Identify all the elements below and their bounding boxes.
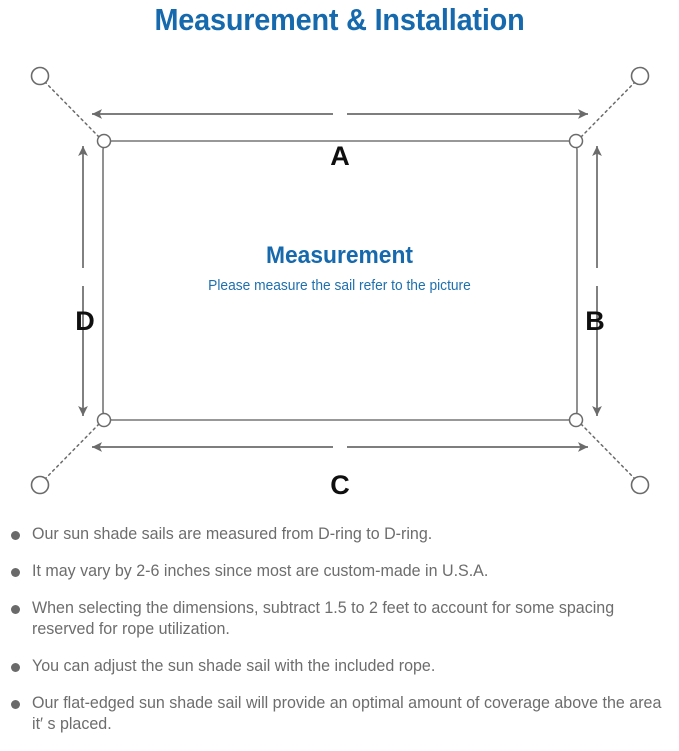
dimension-label-d: D <box>75 306 95 336</box>
rope-line-top-right <box>580 80 637 138</box>
sail-rectangle <box>102 140 578 421</box>
bullet-icon <box>11 531 20 540</box>
bullet-icon <box>11 568 20 577</box>
list-item: When selecting the dimensions, subtract … <box>0 598 679 640</box>
anchor-point-top-right <box>630 66 650 86</box>
list-item-text: When selecting the dimensions, subtract … <box>32 599 615 638</box>
list-item: It may vary by 2-6 inches since most are… <box>0 561 679 582</box>
bullet-icon <box>11 700 20 709</box>
anchor-point-bottom-right <box>630 475 650 495</box>
rope-line-top-left <box>43 80 100 138</box>
shade-sail-measurement-diagram: Measurement Please measure the sail refe… <box>0 46 679 516</box>
list-item-text: Our sun shade sails are measured from D-… <box>32 525 433 543</box>
d-rings <box>96 133 584 428</box>
anchor-points <box>30 66 650 495</box>
sail-outline <box>102 140 578 421</box>
bullet-icon <box>11 663 20 672</box>
list-item: Our sun shade sails are measured from D-… <box>0 524 679 545</box>
list-item-text: It may vary by 2-6 inches since most are… <box>32 562 489 580</box>
d-ring-bottom-left <box>96 412 112 428</box>
diagram-center-label: Measurement <box>265 242 413 269</box>
d-ring-top-left <box>96 133 112 149</box>
list-item-text: You can adjust the sun shade sail with t… <box>32 657 436 675</box>
page-title: Measurement & Installation <box>154 2 525 37</box>
dimension-label-a: A <box>330 141 350 171</box>
rope-line-bottom-left <box>43 423 100 481</box>
list-item: You can adjust the sun shade sail with t… <box>0 656 679 677</box>
anchor-point-top-left <box>30 66 50 86</box>
notes-list: Our sun shade sails are measured from D-… <box>0 524 679 751</box>
rope-lines <box>43 80 637 481</box>
dimension-label-c: C <box>330 470 350 500</box>
list-item-text: Our flat-edged sun shade sail will provi… <box>32 694 662 733</box>
dimension-label-b: B <box>585 306 605 336</box>
d-ring-top-right <box>568 133 584 149</box>
diagram-svg <box>30 66 650 495</box>
rope-line-bottom-right <box>580 423 637 481</box>
d-ring-bottom-right <box>568 412 584 428</box>
bullet-icon <box>11 605 20 614</box>
diagram-center-sublabel: Please measure the sail refer to the pic… <box>208 278 471 294</box>
anchor-point-bottom-left <box>30 475 50 495</box>
list-item: Our flat-edged sun shade sail will provi… <box>0 693 679 735</box>
